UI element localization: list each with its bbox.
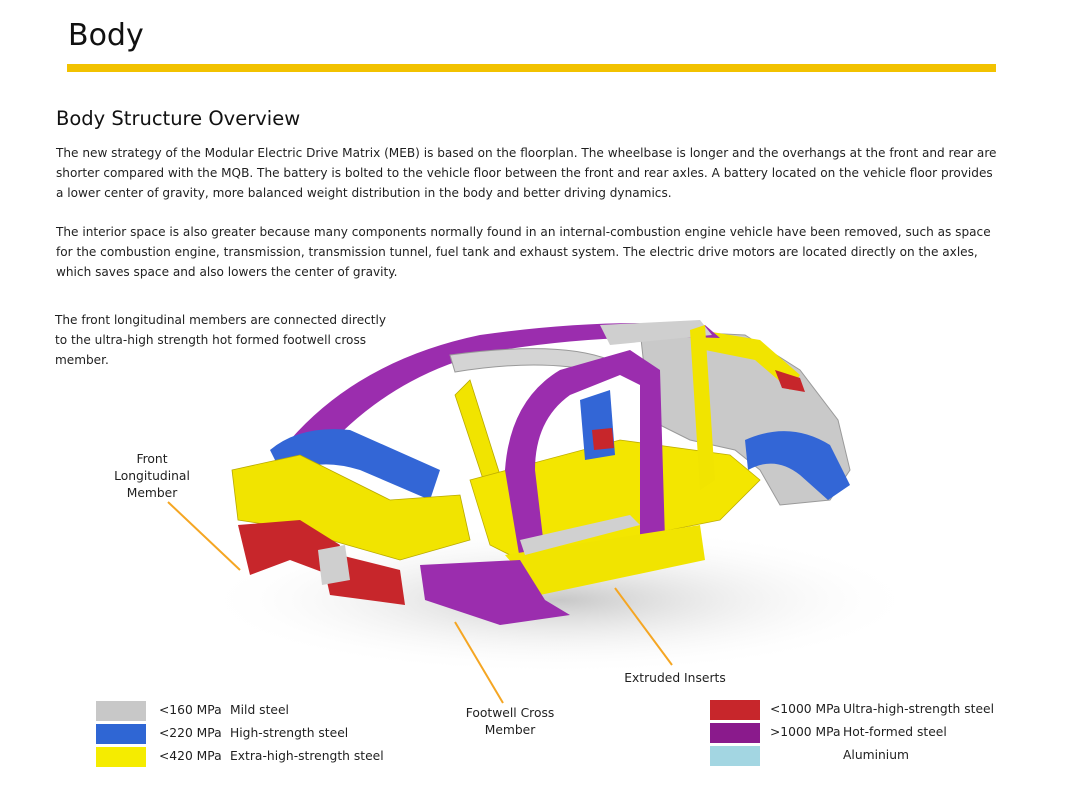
callout-extruded-inserts: Extruded Inserts [624,671,726,685]
title-rule [67,64,996,72]
a-pillar-yellow [454,379,501,486]
swatch-high [96,724,146,744]
page-title: Body [68,18,144,53]
swatch-aluminium [710,746,760,766]
swatch-mild [96,701,146,721]
legend-material: Mild steel [230,703,289,717]
callout-front-longitudinal: Front Longitudinal Member [114,452,190,500]
callout-footwell-cross-member: Footwell Cross Member [465,706,555,737]
legend-mpa: <1000 MPa [770,702,841,716]
swatch-ultra-high [710,700,760,720]
rear-red-panel [592,428,614,450]
b-pillar-purple [505,350,665,565]
interior-paragraph: The interior space is also greater becau… [56,225,991,279]
legend-material: Aluminium [843,748,909,762]
legend-material: Extra-high-strength steel [230,749,384,763]
section-heading: Body Structure Overview [56,107,301,130]
rear-pillar-yellow [700,330,800,390]
callout-line-front [167,501,241,571]
c-pillar-yellow [690,325,715,490]
callout-line-footwell [454,621,504,704]
legend-material: Ultra-high-strength steel [843,702,994,716]
side-sill-yellow [505,525,705,595]
rear-light-red [775,370,805,392]
intro-paragraph: The new strategy of the Modular Electric… [56,146,997,200]
sill-purple [420,560,570,625]
rear-wheel-arch-blue [745,431,850,500]
front-structure-yellow [231,454,471,561]
grey-crash-box [318,545,350,585]
rear-roof-grey [600,320,712,345]
grey-extruded-sill [520,515,640,555]
front-longitudinal-red [238,520,340,575]
longitudinal-note: The front longitudinal members are conne… [55,313,387,367]
legend-material: High-strength steel [230,726,349,740]
legend-mpa: >1000 MPa [770,725,841,739]
legend-material: Hot-formed steel [843,725,947,739]
legend-mpa: <160 MPa [159,703,222,717]
swatch-hot-formed [710,723,760,743]
legend-mpa: <420 MPa [159,749,222,763]
legend-mpa: <220 MPa [159,726,222,740]
ground-shadow [200,525,920,675]
front-structure-blue [270,429,440,500]
swatch-extra-high [96,747,146,767]
callout-line-extruded [614,587,673,666]
